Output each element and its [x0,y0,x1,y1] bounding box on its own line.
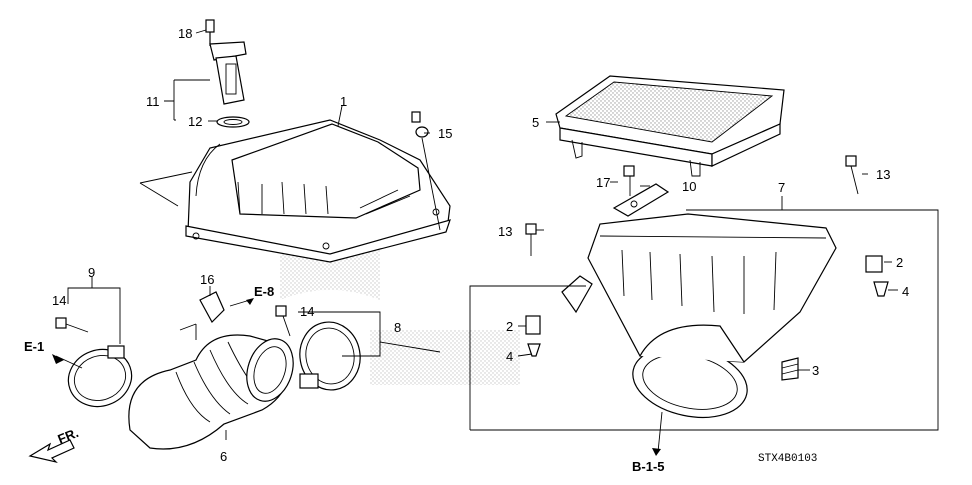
bracket-10 [612,165,670,217]
callout-2-right: 2 [896,255,903,270]
air-filter-element [555,75,785,177]
clamp-9 [55,317,133,408]
clip-16 [199,291,225,323]
sensor-assembly [205,19,250,128]
air-cleaner-cover [185,119,451,263]
callout-3: 3 [812,363,819,378]
bolt-15 [411,111,441,231]
callout-11: 11 [146,94,160,109]
callout-12: 12 [188,114,202,129]
grommet-3 [781,357,799,381]
clamp-8 [299,321,361,391]
air-cleaner-case [561,213,837,418]
leader-lines [55,29,939,453]
front-arrow-icon [28,439,75,464]
callout-2-left: 2 [506,319,513,334]
callout-7: 7 [778,180,785,195]
callout-5: 5 [532,115,539,130]
callout-13-right: 13 [876,167,890,182]
callout-14-left: 14 [52,293,66,308]
callout-1: 1 [340,94,347,109]
callout-4-left: 4 [506,349,513,364]
callout-14-center: 14 [300,304,314,319]
callout-8: 8 [394,320,401,335]
callout-9: 9 [88,265,95,280]
reference-labels: E-8 E-1 B-1-5 FR. STX4B0103 [24,284,817,474]
ref-front: FR. [56,425,81,447]
intake-tube [128,334,294,450]
drawing-code: STX4B0103 [758,453,817,465]
arrowheads [52,298,661,456]
ref-b15: B-1-5 [632,459,665,474]
callout-13-left: 13 [498,224,512,239]
callout-6: 6 [220,449,227,464]
callout-15: 15 [438,126,452,141]
callout-18: 18 [178,26,192,41]
bolt-14-center [275,305,291,337]
callout-16: 16 [200,272,214,287]
callout-10: 10 [682,179,696,194]
fastener-set-left [525,223,541,357]
ref-e1: E-1 [24,339,44,354]
ref-e8: E-8 [254,284,274,299]
fastener-set-right [845,155,889,297]
callout-4-right: 4 [902,284,909,299]
callout-labels: 18 11 12 1 15 5 17 10 13 7 2 4 3 13 2 4 … [52,26,909,464]
callout-17: 17 [596,175,610,190]
